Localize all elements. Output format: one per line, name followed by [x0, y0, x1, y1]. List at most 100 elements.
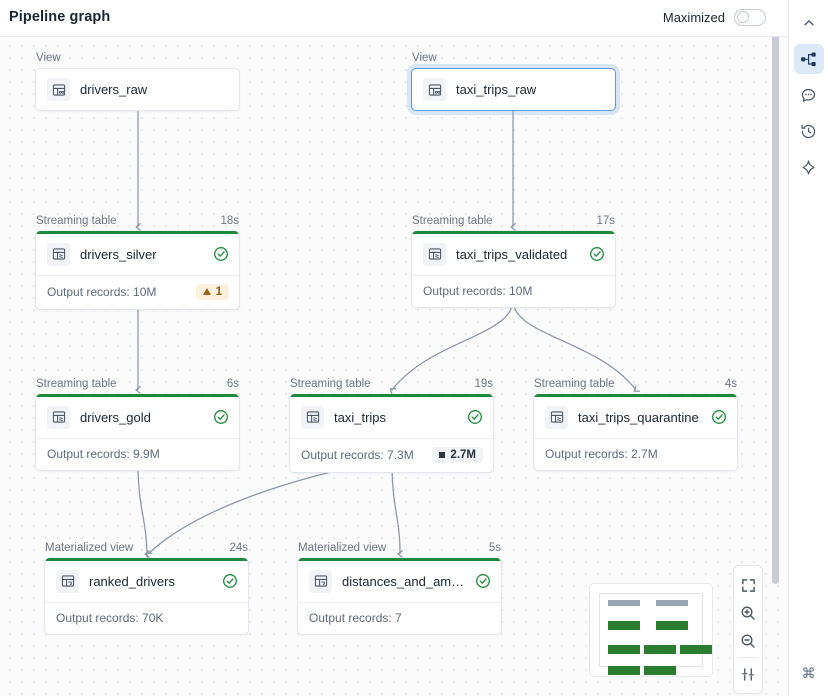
metric-badge[interactable]: 2.7M — [432, 446, 483, 463]
node-status-bar — [290, 394, 493, 397]
check-circle-icon — [213, 246, 229, 262]
minimap-node — [608, 621, 640, 630]
node-header-row: drivers_gold — [36, 397, 239, 438]
check-circle-icon — [711, 409, 727, 425]
node-card[interactable]: drivers_raw — [35, 68, 240, 111]
sliders-icon[interactable] — [734, 660, 762, 688]
minimap-node — [656, 621, 688, 630]
maximized-control[interactable]: Maximized — [663, 9, 766, 26]
node-name: distances_and_amounts_b... — [342, 573, 465, 589]
minimap-viewport — [599, 593, 712, 675]
streaming-table-icon — [301, 405, 324, 429]
node-footer: Output records: 9.9M — [36, 439, 239, 470]
zoom-in-icon[interactable] — [734, 599, 762, 627]
node-header-row: drivers_raw — [36, 69, 239, 110]
warning-badge[interactable]: 1 — [195, 283, 229, 300]
node-duration: 5s — [488, 542, 501, 554]
node-status-bar — [45, 558, 248, 561]
node-status-bar — [36, 231, 239, 234]
pipeline-graph-icon[interactable] — [793, 44, 824, 74]
node-footer: Output records: 7 — [298, 603, 501, 634]
vertical-scrollbar[interactable] — [772, 4, 779, 584]
node-card[interactable]: taxi_trips_raw — [411, 68, 616, 111]
node-divider — [412, 274, 615, 276]
node-footer: Output records: 70K — [45, 603, 248, 634]
metric-square-icon — [439, 451, 446, 458]
fit-view-icon[interactable] — [734, 571, 762, 599]
node-drivers_raw[interactable]: View drivers_raw — [35, 52, 240, 111]
node-divider — [45, 601, 248, 603]
history-clock-icon[interactable] — [794, 116, 824, 146]
assistant-sparkle-icon[interactable] — [794, 152, 824, 182]
node-header-row: distances_and_amounts_b... — [298, 561, 501, 602]
check-circle-icon — [467, 409, 483, 425]
node-header-row: ranked_drivers — [45, 561, 248, 602]
node-divider — [36, 437, 239, 439]
page-title: Pipeline graph — [9, 9, 111, 25]
node-name: taxi_trips_raw — [456, 82, 537, 97]
node-name: drivers_raw — [80, 82, 148, 97]
materialized-view-icon — [309, 569, 332, 593]
maximized-toggle[interactable] — [734, 9, 766, 26]
pipeline-minimap[interactable] — [589, 583, 713, 677]
collapse-chevron-up-icon[interactable] — [794, 8, 824, 38]
node-type-label: Streaming table — [36, 378, 117, 390]
node-divider — [36, 274, 239, 276]
maximized-label: Maximized — [662, 10, 725, 25]
node-duration: 4s — [724, 378, 737, 390]
output-records-label: Output records: 70K — [56, 610, 164, 625]
streaming-table-icon — [47, 242, 70, 266]
chat-bubble-icon[interactable] — [794, 80, 824, 110]
panel-header: Pipeline graph Maximized — [0, 0, 788, 37]
node-meta: View — [35, 52, 240, 64]
node-header-row: drivers_silver — [36, 234, 239, 275]
node-duration: 17s — [596, 215, 615, 227]
node-divider — [534, 437, 737, 439]
minimap-node — [608, 645, 640, 654]
node-status-bar — [412, 231, 615, 234]
check-circle-icon — [475, 573, 491, 589]
node-header-row: taxi_trips_validated — [412, 234, 615, 275]
node-header-row: taxi_trips_quarantine — [534, 397, 737, 438]
check-circle-icon — [222, 573, 238, 589]
minimap-node — [608, 666, 640, 675]
zoom-out-icon[interactable] — [734, 627, 762, 655]
node-duration: 24s — [229, 542, 248, 554]
node-type-label: Materialized view — [298, 542, 387, 554]
node-distances_and_amounts[interactable]: Materialized view 5s distances_and_amounts… — [297, 542, 502, 635]
node-type-label: Streaming table — [412, 215, 493, 227]
toggle-knob — [736, 11, 749, 24]
node-name: ranked_drivers — [89, 573, 175, 589]
output-records-label: Output records: 9.9M — [47, 446, 160, 461]
materialized-view-icon — [56, 569, 79, 593]
node-status-bar — [534, 394, 737, 397]
node-divider — [290, 437, 493, 439]
node-card[interactable]: distances_and_amounts_b... Output records… — [297, 558, 502, 635]
node-header-row: taxi_trips — [290, 397, 493, 438]
streaming-table-icon — [423, 242, 446, 266]
output-records-label: Output records: 10M — [423, 283, 533, 298]
view-table-icon — [423, 78, 446, 101]
node-type-label: Streaming table — [534, 378, 615, 390]
